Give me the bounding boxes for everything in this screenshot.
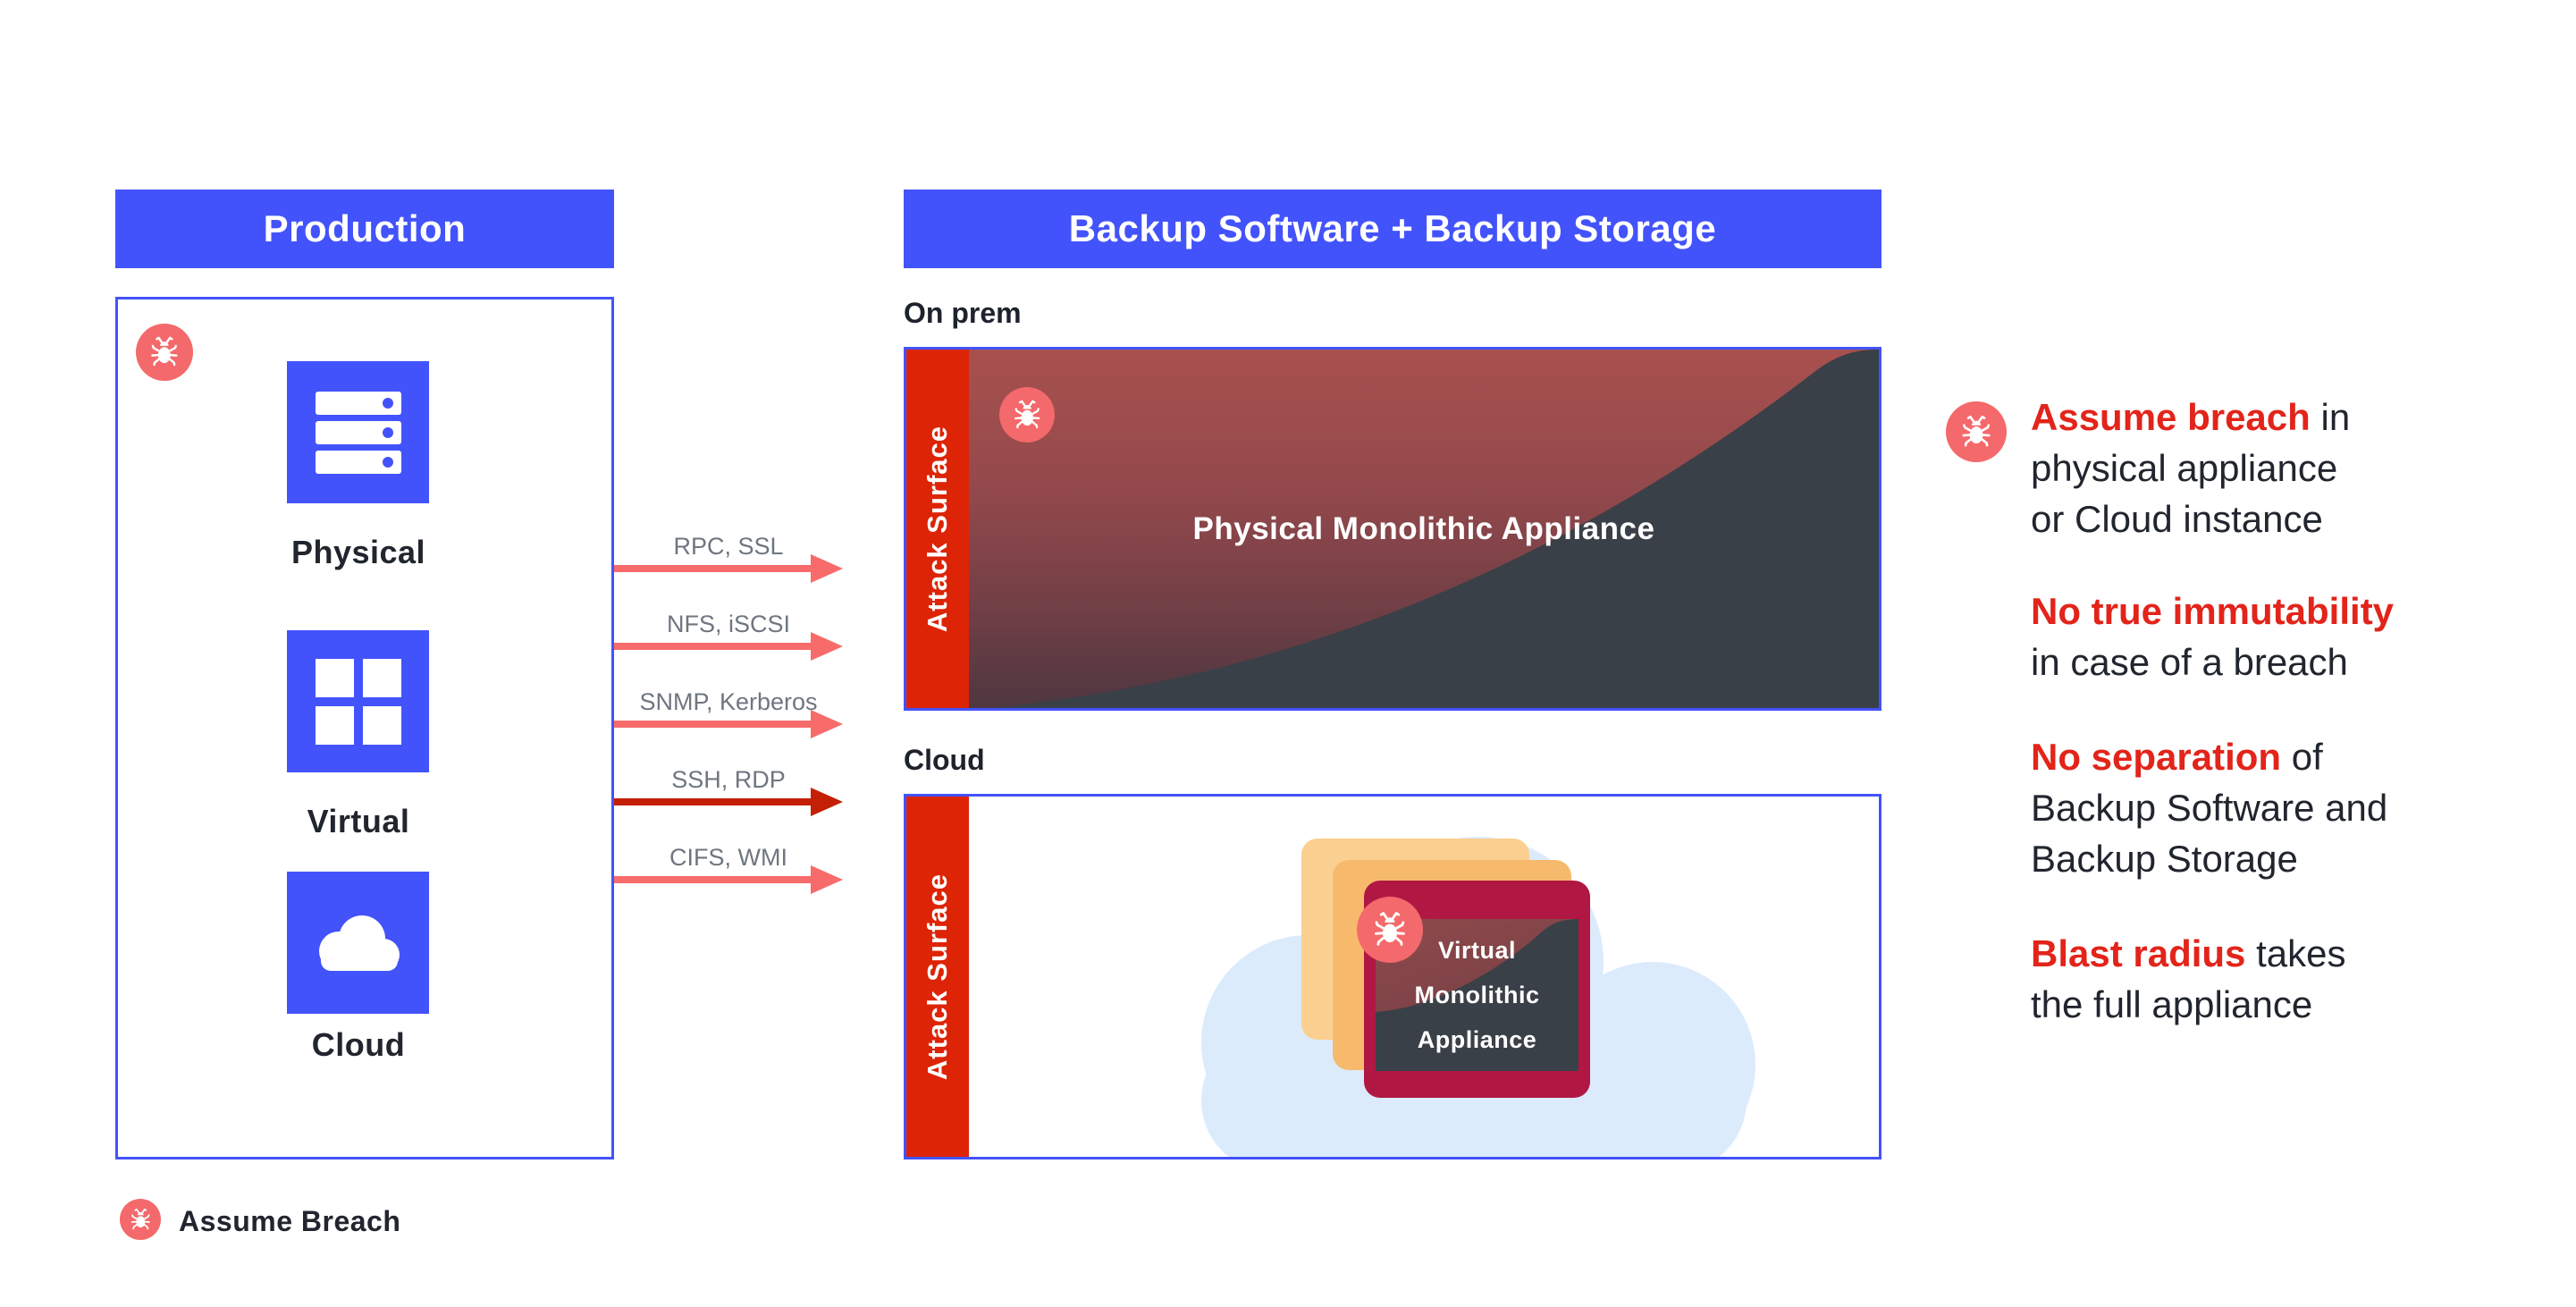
virtual-appliance-title: Virtual Monolithic Appliance: [1414, 937, 1540, 1053]
annotation-blast-radius: Blast radius takes the full appliance: [2031, 932, 2346, 1025]
arrow-label-ssh-rdp: SSH, RDP: [671, 766, 786, 793]
arrow-label-rpc-ssl: RPC, SSL: [673, 533, 784, 560]
cloud-appliance-box: Attack Surface Virtual: [904, 794, 1881, 1159]
attack-surface-bar: Attack Surface: [906, 797, 969, 1157]
protocol-arrow: [614, 865, 843, 894]
arrowhead-icon: [811, 632, 843, 661]
protocol-arrow: [614, 632, 843, 661]
backup-header-label: Backup Software + Backup Storage: [1068, 207, 1717, 249]
blast-curve-shape: [992, 350, 1879, 708]
server-icon: [287, 361, 429, 503]
annotation-no-immutability: No true immutability in case of a breach: [2031, 590, 2395, 683]
cloud-icon: [287, 872, 429, 1014]
breach-bug-icon: [1946, 401, 2007, 462]
vm-card-front: Virtual Monolithic Appliance: [1357, 881, 1590, 1098]
legend-assume-breach-label: Assume Breach: [179, 1205, 401, 1237]
arrowhead-icon: [811, 788, 843, 816]
arrowhead-icon: [811, 710, 843, 738]
arrow-label-snmp-kerberos: SNMP, Kerberos: [639, 688, 818, 715]
arrow-label-nfs-iscsi: NFS, iSCSI: [666, 611, 791, 637]
cloud-env-label: Cloud: [904, 744, 985, 776]
grid-icon: [287, 630, 429, 772]
production-header: Production: [115, 190, 614, 268]
attack-surface-bar: Attack Surface: [906, 350, 969, 708]
physical-appliance-title: Physical Monolithic Appliance: [1192, 510, 1655, 546]
annotation-assume-breach: Assume breach in physical appliance or C…: [2031, 396, 2351, 540]
arrowhead-icon: [811, 554, 843, 583]
production-item-physical-label: Physical: [290, 534, 426, 570]
production-header-label: Production: [263, 207, 467, 249]
backup-header: Backup Software + Backup Storage: [904, 190, 1881, 268]
protocol-arrow: [614, 554, 843, 583]
attack-surface-label: Attack Surface: [922, 873, 953, 1081]
onprem-appliance-box: Attack Surface Physical Monolithic Appli…: [904, 347, 1881, 711]
onprem-label: On prem: [904, 297, 1022, 329]
breach-bug-icon: [999, 387, 1055, 443]
vm-card-screen: Virtual Monolithic Appliance: [1376, 919, 1578, 1071]
annotation-no-separation: No separation of Backup Software and Bac…: [2031, 736, 2388, 880]
onprem-appliance-area: Physical Monolithic Appliance: [969, 350, 1879, 708]
arrowhead-icon: [811, 865, 843, 894]
production-item-cloud-label: Cloud: [311, 1026, 406, 1063]
breach-bug-icon: [136, 324, 193, 381]
breach-bug-icon: [120, 1199, 161, 1240]
attack-surface-label: Attack Surface: [922, 425, 953, 633]
protocol-arrow-emphasized: [614, 788, 843, 816]
breach-bug-icon: [1357, 897, 1423, 963]
blast-curve-shape: [1376, 919, 1578, 1071]
cloud-appliance-area: Virtual Monolithic Appliance: [969, 797, 1879, 1157]
arrow-label-cifs-wmi: CIFS, WMI: [669, 844, 787, 871]
protocol-arrow: [614, 710, 843, 738]
production-item-virtual-label: Virtual: [307, 803, 410, 839]
